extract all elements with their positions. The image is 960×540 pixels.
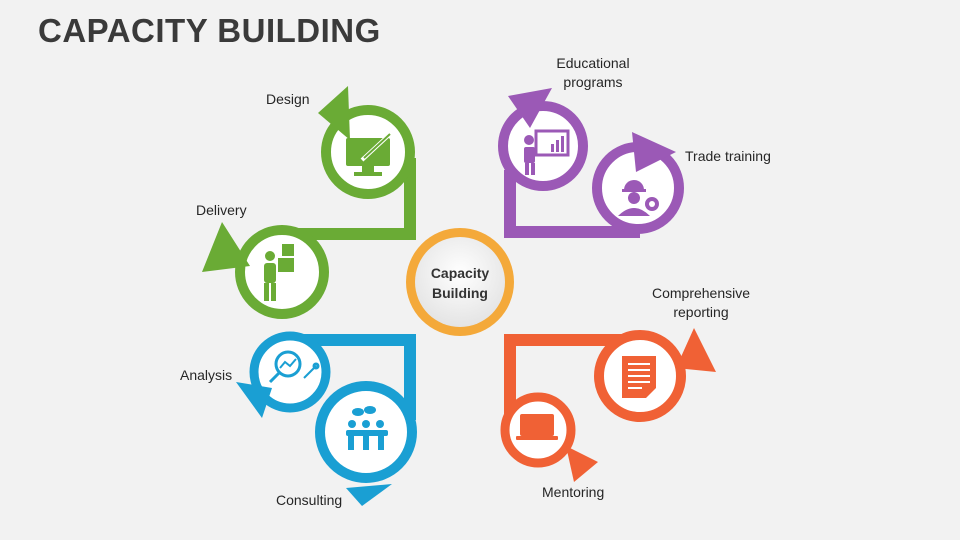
connector-lines [283, 158, 640, 420]
label-delivery: Delivery [196, 202, 247, 218]
meeting-table-icon [346, 406, 388, 450]
comprehensive-reporting-node [594, 328, 716, 422]
worker-gear-icon [618, 180, 659, 216]
laptop-icon [516, 414, 558, 440]
delivery-node [202, 222, 329, 319]
purple-connector [504, 170, 640, 238]
report-document-icon [622, 356, 656, 398]
paintbrush-monitor-icon [346, 132, 392, 176]
page-title: CAPACITY BUILDING [38, 12, 381, 49]
label-educational-programs: Educational programs [556, 55, 630, 90]
label-analysis: Analysis [180, 367, 233, 383]
presentation-teacher-icon [524, 129, 570, 175]
delivery-person-icon [264, 244, 294, 301]
label-consulting: Consulting [276, 492, 343, 508]
center-label: Capacity Building [430, 265, 490, 301]
educational-programs-node [498, 88, 588, 191]
blue-connector [290, 334, 416, 420]
label-comprehensive-reporting: Comprehensive reporting [651, 285, 751, 320]
green-connector [283, 158, 416, 240]
label-design: Design [266, 91, 310, 107]
label-trade-training: Trade training [685, 148, 771, 164]
label-mentoring: Mentoring [542, 484, 605, 500]
mentoring-node [500, 392, 598, 482]
analysis-node [236, 331, 331, 418]
orange-connector [504, 334, 640, 420]
center-hub [406, 228, 514, 336]
magnifier-chart-icon [268, 350, 320, 384]
design-node [318, 86, 415, 199]
trade-training-node [592, 132, 684, 234]
consulting-node [315, 381, 417, 506]
